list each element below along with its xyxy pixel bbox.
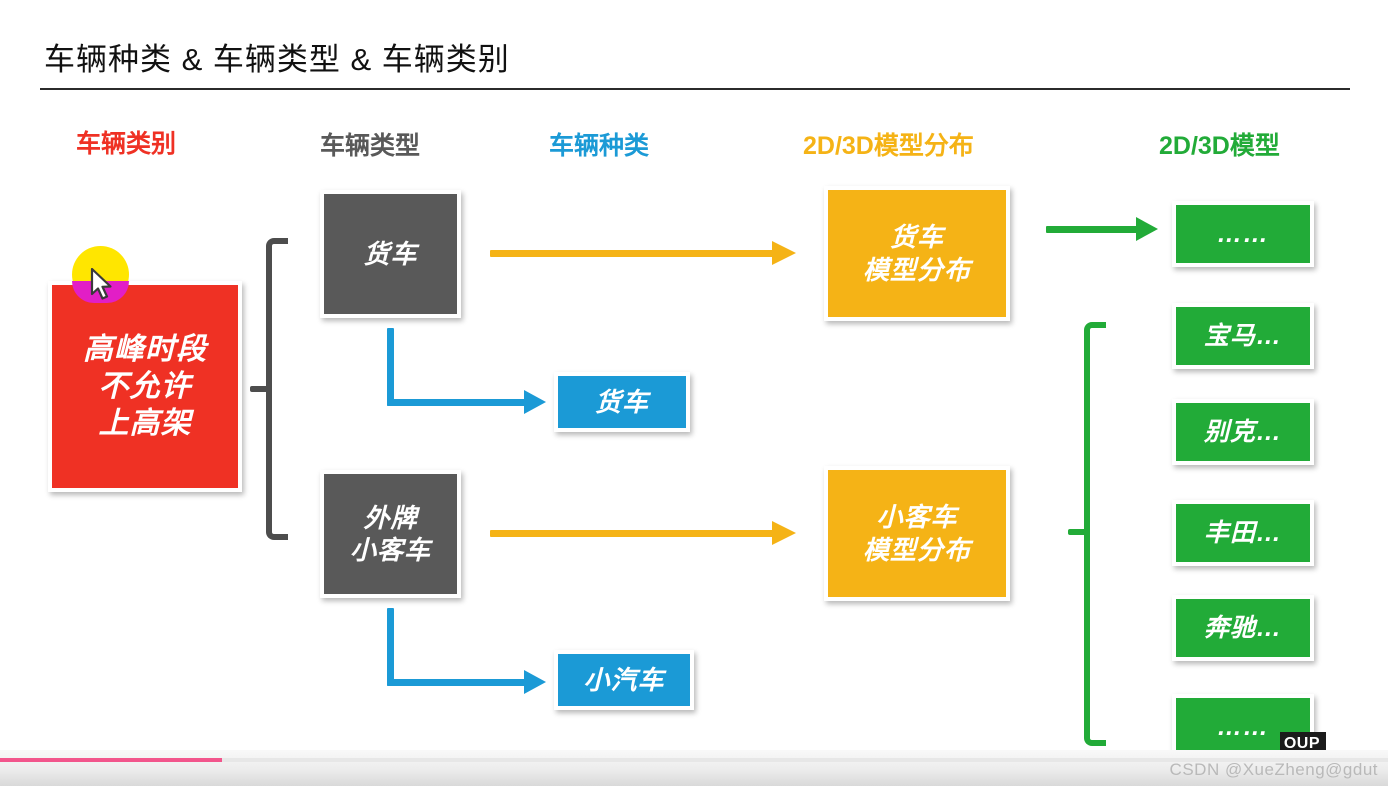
connector-car-elbow-arrowhead <box>524 670 546 694</box>
connector-car-distribution-shaft <box>490 530 775 537</box>
node-line: 高峰时段 <box>83 332 207 366</box>
connector-truck-models-shaft <box>1046 226 1140 233</box>
node-vehicle-category-rule[interactable]: 高峰时段 不允许 上高架 <box>48 281 242 492</box>
node-line: 不允许 <box>98 369 192 403</box>
column-header-vehicle-category: 车辆类别 <box>76 130 177 158</box>
model-label: 丰田… <box>1203 518 1282 547</box>
model-item-4[interactable]: 奔驰… <box>1172 595 1314 661</box>
node-line: 外牌 <box>363 502 418 533</box>
node-line: 模型分布 <box>862 534 971 565</box>
connector-truck-elbow-horizontal <box>387 399 527 406</box>
model-item-3[interactable]: 丰田… <box>1172 500 1314 566</box>
page-title: 车辆种类 & 车辆类型 & 车辆类别 <box>44 42 510 77</box>
column-header-vehicle-type: 车辆类型 <box>320 132 421 160</box>
connector-truck-elbow-arrowhead <box>524 390 546 414</box>
model-label: 宝马… <box>1203 321 1282 350</box>
model-item-0[interactable]: …… <box>1172 201 1314 267</box>
node-line: 小客车 <box>349 535 431 565</box>
connector-truck-distribution-arrowhead <box>772 241 796 265</box>
model-item-2[interactable]: 别克… <box>1172 399 1314 465</box>
node-vehicle-kind-truck[interactable]: 货车 <box>554 372 690 432</box>
column-header-vehicle-kind: 车辆种类 <box>549 132 650 160</box>
node-vehicle-type-truck[interactable]: 货车 <box>320 190 461 318</box>
progress-bar-track[interactable] <box>0 758 1388 762</box>
node-line: 货车 <box>363 238 418 269</box>
model-label: 奔驰… <box>1203 613 1282 642</box>
node-line: 货车 <box>889 222 944 253</box>
node-vehicle-type-foreign-car[interactable]: 外牌 小客车 <box>320 470 461 598</box>
player-footer <box>0 750 1388 786</box>
column-header-model-distribution: 2D/3D模型分布 <box>803 132 974 160</box>
column-header-model: 2D/3D模型 <box>1159 132 1280 160</box>
connector-truck-distribution-shaft <box>490 250 775 257</box>
node-car-model-distribution[interactable]: 小客车 模型分布 <box>824 466 1010 601</box>
node-line: 小客车 <box>876 502 958 533</box>
connector-car-elbow-vertical <box>387 608 394 686</box>
bracket-vehicle-types-tip <box>250 386 272 392</box>
watermark-text: CSDN @XueZheng@gdut <box>1169 760 1378 779</box>
model-label: 别克… <box>1203 417 1282 446</box>
connector-car-distribution-arrowhead <box>772 521 796 545</box>
model-label: …… <box>1217 219 1269 248</box>
bracket-car-models-tip <box>1068 529 1090 535</box>
model-label: …… <box>1217 712 1269 741</box>
node-line: 货车 <box>594 386 649 417</box>
connector-truck-elbow-vertical <box>387 328 394 406</box>
connector-truck-models-arrowhead <box>1136 217 1158 241</box>
node-vehicle-kind-car[interactable]: 小汽车 <box>554 650 694 710</box>
progress-bar-fill <box>0 758 223 762</box>
node-line: 上高架 <box>98 407 192 441</box>
title-divider <box>40 88 1350 90</box>
node-truck-model-distribution[interactable]: 货车 模型分布 <box>824 186 1010 321</box>
model-item-1[interactable]: 宝马… <box>1172 303 1314 369</box>
node-line: 小汽车 <box>583 664 665 695</box>
node-line: 模型分布 <box>862 254 971 285</box>
connector-car-elbow-horizontal <box>387 679 527 686</box>
